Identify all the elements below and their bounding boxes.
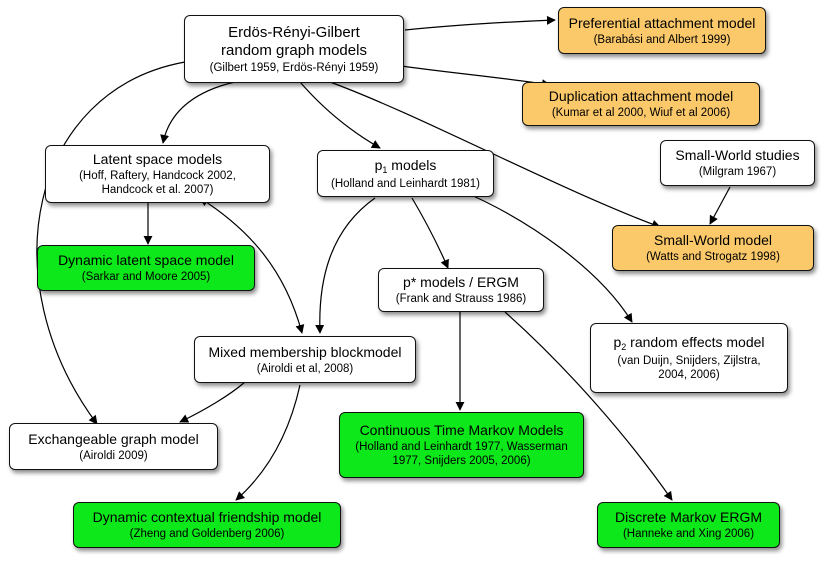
node-discrete-markov-ergm: Discrete Markov ERGM (Hanneke and Xing 2… (597, 502, 780, 548)
node-dynamic-latent-space: Dynamic latent space model (Sarkar and M… (37, 245, 255, 291)
node-citation: (Sarkar and Moore 2005) (81, 271, 211, 283)
p2-rest: random effects model (626, 334, 765, 350)
node-citation: (Holland and Leinhardt 1981) (331, 177, 480, 190)
node-title: Duplication attachment model (548, 88, 734, 104)
node-dynamic-contextual-friendship: Dynamic contextual friendship model (Zhe… (73, 502, 341, 548)
p2-letter: p (613, 334, 622, 350)
node-citation: (Kumar et al 2000, Wiuf et al 2006) (551, 107, 731, 119)
node-title: Erdös-Rényi-Gilbert random graph models (221, 23, 367, 59)
node-citation: (Airoldi 2009) (79, 449, 148, 462)
edge-erdos-exchangeable (36, 61, 186, 425)
p2-subscript: 2 (621, 342, 627, 352)
node-citation: (Frank and Strauss 1986) (395, 293, 527, 305)
node-citation: (Airoldi et al, 2008) (256, 362, 354, 375)
p1-rest: models (387, 156, 437, 173)
node-citation: (Barabási and Albert 1999) (593, 33, 731, 46)
edge-erdos-latent (160, 81, 236, 144)
p1-subscript: 1 (382, 164, 388, 175)
node-title: p2 random effects model (613, 334, 764, 353)
p1-letter: p (374, 156, 383, 173)
node-citation: (Hoff, Raftery, Handcock 2002, Handcock … (79, 170, 236, 196)
node-pstar-ergm: p* models / ERGM (Frank and Strauss 1986… (378, 268, 544, 312)
node-citation: (Milgram 1967) (698, 166, 777, 178)
node-title: Latent space models (92, 151, 223, 167)
node-small-world-studies: Small-World studies (Milgram 1967) (660, 140, 815, 186)
node-erdos-renyi-gilbert: Erdös-Rényi-Gilbert random graph models … (184, 15, 404, 83)
edge-erdos-preferential (404, 15, 556, 31)
node-title: Continuous Time Markov Models (359, 422, 564, 438)
edge-p1-pstar (411, 197, 449, 269)
node-citation: (van Duijn, Snijders, Zijlstra, 2004, 20… (617, 355, 761, 381)
node-exchangeable-graph: Exchangeable graph model (Airoldi 2009) (9, 423, 218, 470)
node-title: Small-World studies (675, 147, 800, 163)
edge-erdos-p1 (299, 81, 381, 149)
node-title: Discrete Markov ERGM (614, 509, 763, 525)
node-title: Dynamic latent space model (58, 252, 234, 268)
node-title: Exchangeable graph model (28, 430, 199, 447)
node-citation: (Watts and Strogatz 1998) (646, 251, 780, 263)
edge-p1-mixed (315, 197, 376, 334)
edge-pstar-discrete (504, 311, 673, 501)
node-latent-space-models: Latent space models (Hoff, Raftery, Hand… (45, 145, 270, 203)
edge-mixed-exchangeable (179, 381, 246, 423)
node-citation: (Hanneke and Xing 2006) (622, 528, 755, 540)
edge-studies-smallworld (709, 186, 731, 225)
node-p1-models: p1 models (Holland and Leinhardt 1981) (317, 150, 494, 197)
node-duplication-attachment: Duplication attachment model (Kumar et a… (522, 82, 760, 126)
node-title: p* models / ERGM (403, 274, 519, 290)
node-title: Mixed membership blockmodel (208, 343, 402, 360)
node-title: p1 models (375, 157, 437, 176)
node-p2-random-effects: p2 random effects model (van Duijn, Snij… (590, 323, 788, 393)
node-title: Small-World model (654, 232, 772, 248)
node-citation: (Gilbert 1959, Erdös-Rényi 1959) (209, 61, 379, 74)
edge-mixed-dynamic-contextual (235, 384, 301, 501)
edge-p1-p2 (459, 189, 633, 323)
edge-latent-mixed (199, 197, 305, 334)
node-continuous-time-markov: Continuous Time Markov Models (Holland a… (339, 412, 584, 478)
node-title: Dynamic contextual friendship model (92, 509, 322, 525)
node-small-world-model: Small-World model (Watts and Strogatz 19… (612, 225, 814, 271)
node-citation: (Holland and Leinhardt 1977, Wasserman 1… (355, 441, 568, 467)
node-title: Preferential attachment model (568, 14, 756, 31)
node-preferential-attachment: Preferential attachment model (Barabási … (558, 7, 766, 54)
node-citation: (Zheng and Goldenberg 2006) (129, 528, 285, 540)
node-mixed-membership-blockmodel: Mixed membership blockmodel (Airoldi et … (194, 336, 416, 383)
